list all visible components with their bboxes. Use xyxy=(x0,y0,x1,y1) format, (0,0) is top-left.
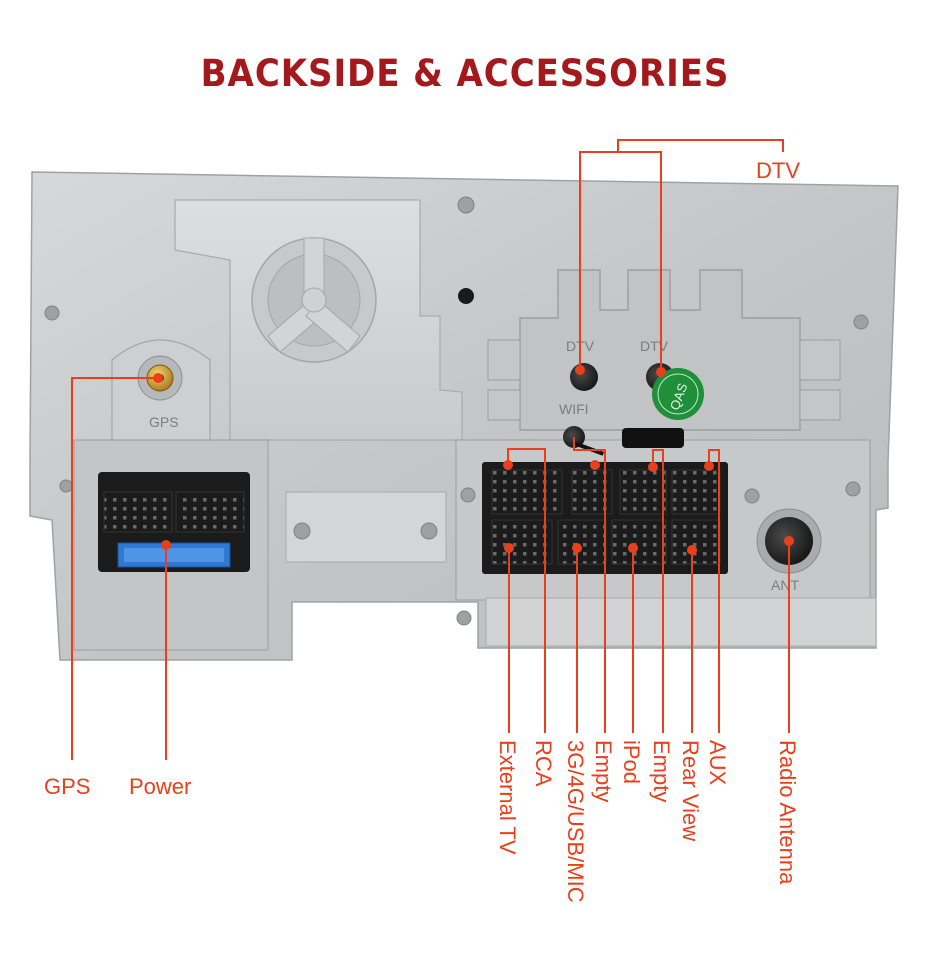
label-empty-1: Empty xyxy=(591,740,616,802)
black-slot xyxy=(622,428,684,448)
label-aux: AUX xyxy=(705,740,730,786)
ant-stamp: ANT xyxy=(771,577,799,593)
page-title: BACKSIDE & ACCESSORIES xyxy=(200,52,730,95)
power-connector xyxy=(98,472,250,572)
label-external-tv: External TV xyxy=(495,740,520,855)
label-ipod: iPod xyxy=(619,740,644,784)
screw-icon xyxy=(44,196,869,626)
wifi-stamp: WIFI xyxy=(559,401,589,417)
callout-dots xyxy=(153,365,794,555)
label-power: Power xyxy=(129,774,191,799)
label-rca: RCA xyxy=(531,740,556,787)
qa-sticker: QAS xyxy=(652,368,704,420)
label-radio-antenna: Radio Antenna xyxy=(775,740,800,885)
label-gps: GPS xyxy=(44,774,90,799)
label-dtv: DTV xyxy=(756,158,800,183)
fan-vent-icon xyxy=(251,237,377,363)
label-rear-view: Rear View xyxy=(678,740,703,841)
callout-lines xyxy=(71,139,790,760)
dtv-right-stamp: DTV xyxy=(640,338,669,354)
gps-stamp: GPS xyxy=(149,414,179,430)
label-empty-2: Empty xyxy=(649,740,674,802)
label-3g-4g-usb-mic: 3G/4G/USB/MIC xyxy=(563,740,588,903)
